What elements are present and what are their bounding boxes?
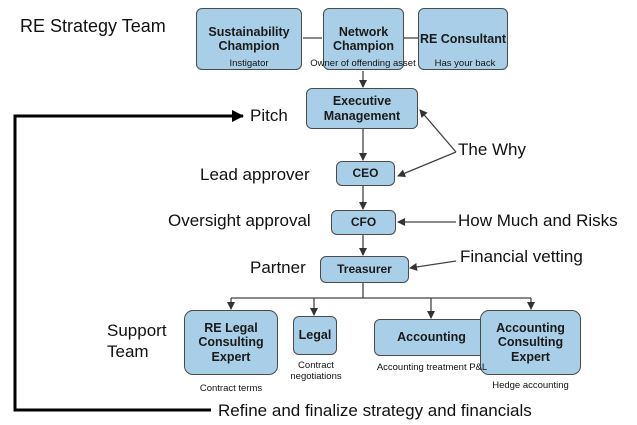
feedback-loop-arrow (13, 110, 244, 412)
ceo-box: CEO (336, 161, 395, 186)
accounting-expert-label: Accounting Consulting Expert (496, 320, 565, 364)
how-much-label: How Much and Risks (458, 211, 618, 230)
re-legal-expert-label: RE Legal Consulting Expert (198, 320, 264, 364)
cfo-label: CFO (350, 214, 377, 229)
ceo-label: CEO (352, 165, 379, 180)
team-label: RE Strategy Team (20, 16, 166, 36)
refine-label: Refine and finalize strategy and financi… (218, 401, 532, 420)
role-contract-negotiations: Contract negotiations (290, 360, 342, 383)
role-has-your-back: Has your back (434, 58, 496, 69)
network-champion-box: Network Champion (323, 8, 404, 70)
oversight-approval-label: Oversight approval (168, 211, 311, 230)
accounting-expert-box: Accounting Consulting Expert (480, 310, 581, 375)
arrow-vetting-treasurer (409, 260, 457, 271)
legal-label: Legal (298, 328, 332, 343)
the-why-label: The Why (458, 140, 527, 159)
role-accounting-treatment: Accounting treatment P&L (376, 362, 488, 373)
legal-box: Legal (293, 316, 337, 355)
network-champion-label: Network Champion (332, 24, 395, 53)
accounting-box: Accounting (374, 319, 489, 356)
role-instigator: Instigator (229, 58, 269, 69)
lead-approver-label: Lead approver (200, 165, 310, 184)
role-contract-terms: Contract terms (199, 383, 263, 394)
role-owner: Owner of offending asset (310, 58, 416, 69)
pitch-label: Pitch (250, 106, 288, 125)
re-consultant-label: RE Consultant (419, 31, 507, 46)
executive-management-label: Executive Management (323, 94, 401, 123)
accounting-label: Accounting (397, 330, 466, 345)
support-team-label: Support Team (107, 321, 167, 362)
re-legal-expert-box: RE Legal Consulting Expert (184, 310, 278, 375)
treasurer-label: Treasurer (337, 261, 392, 276)
partner-label: Partner (250, 258, 306, 277)
role-hedge-accounting: Hedge accounting (492, 380, 569, 391)
cfo-box: CFO (331, 210, 396, 235)
arrow-why-exec (419, 109, 457, 153)
sustainability-champion-label: Sustainability Champion (208, 24, 290, 53)
re-consultant-box: RE Consultant (418, 8, 508, 70)
financial-vetting-label: Financial vetting (460, 247, 583, 266)
sustainability-champion-box: Sustainability Champion (196, 8, 302, 70)
treasurer-box: Treasurer (320, 256, 409, 283)
arrow-why-ceo (397, 151, 457, 178)
executive-management-box: Executive Management (306, 88, 418, 129)
